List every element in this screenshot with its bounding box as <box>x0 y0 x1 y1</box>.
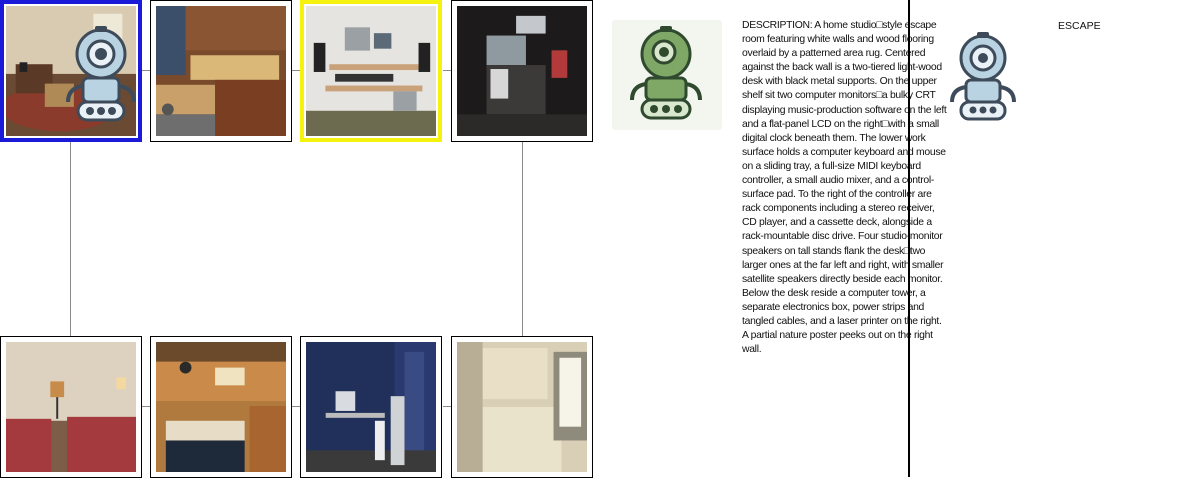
photo-kitchen-wood <box>156 6 286 136</box>
photo-kitchen-white <box>457 342 587 472</box>
connector-line <box>142 70 150 71</box>
image-tile-studio-dark[interactable] <box>451 0 593 142</box>
connector-line <box>522 142 523 336</box>
connector-line <box>70 142 71 336</box>
photo-bedroom <box>6 342 136 472</box>
photo-studio-blue <box>306 342 436 472</box>
photo-kitchen-island <box>156 342 286 472</box>
image-tile-kitchen-wood[interactable] <box>150 0 292 142</box>
connector-line <box>142 406 150 407</box>
image-tile-studio-blue[interactable] <box>300 336 442 478</box>
connector-line <box>292 406 300 407</box>
connector-line <box>292 70 300 71</box>
image-tile-bedroom[interactable] <box>0 336 142 478</box>
panel-divider <box>908 0 910 477</box>
escape-label: ESCAPE <box>1058 20 1101 32</box>
image-tile-living-room[interactable] <box>0 0 142 142</box>
robot-icon <box>944 30 1022 122</box>
description-text: DESCRIPTION: A home studio□style escape … <box>742 20 947 356</box>
connector-line <box>443 70 451 71</box>
photo-studio-desk <box>306 6 436 136</box>
image-tile-kitchen-white[interactable] <box>451 336 593 478</box>
connector-line <box>443 406 451 407</box>
photo-living-room <box>6 6 136 136</box>
photo-studio-dark <box>457 6 587 136</box>
robot-icon <box>630 26 702 120</box>
robot-icon <box>58 24 136 124</box>
image-tile-kitchen-island[interactable] <box>150 336 292 478</box>
avatar-card <box>612 20 722 130</box>
image-tile-studio-desk[interactable] <box>300 0 442 142</box>
